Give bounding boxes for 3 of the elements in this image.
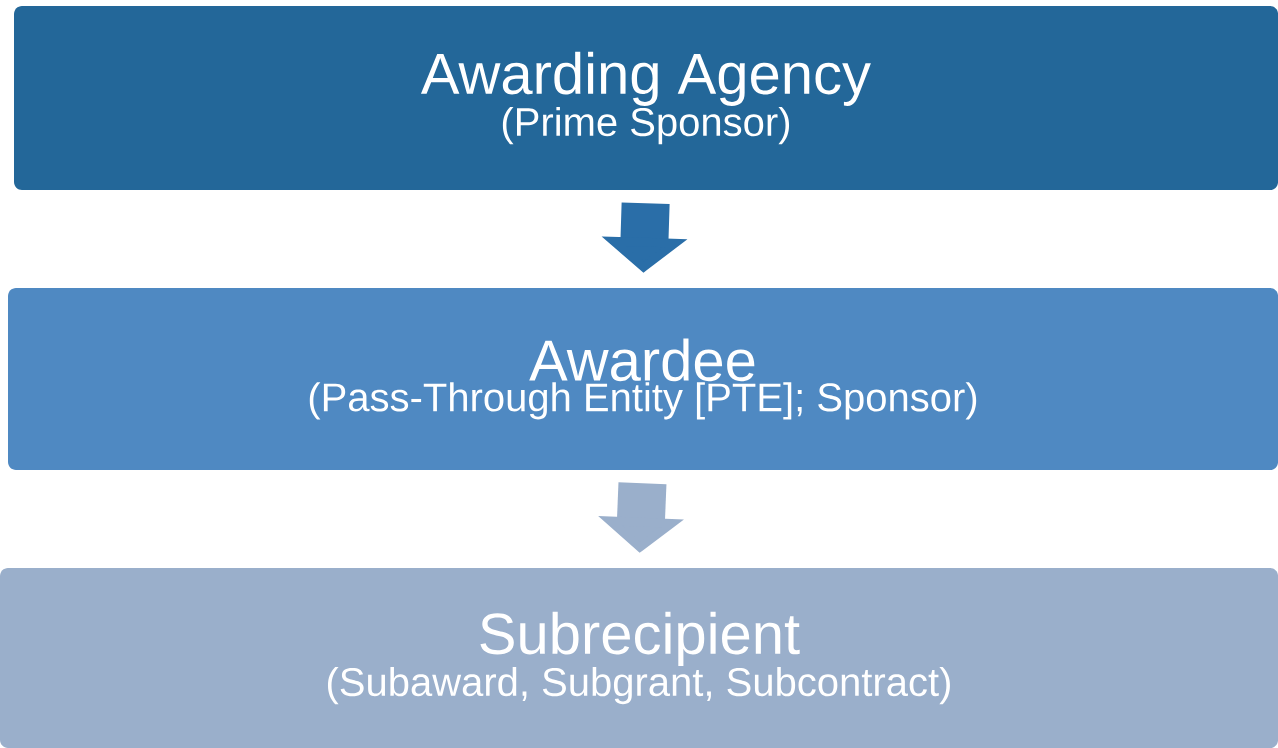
process-box: Subrecipient (Subaward, Subgrant, Subcontract) xyxy=(0,568,1278,748)
process-box: Awardee (Pass-Through Entity [PTE]; Sponsor) xyxy=(8,288,1278,470)
process-box: Awarding Agency (Prime Sponsor) xyxy=(14,6,1278,190)
